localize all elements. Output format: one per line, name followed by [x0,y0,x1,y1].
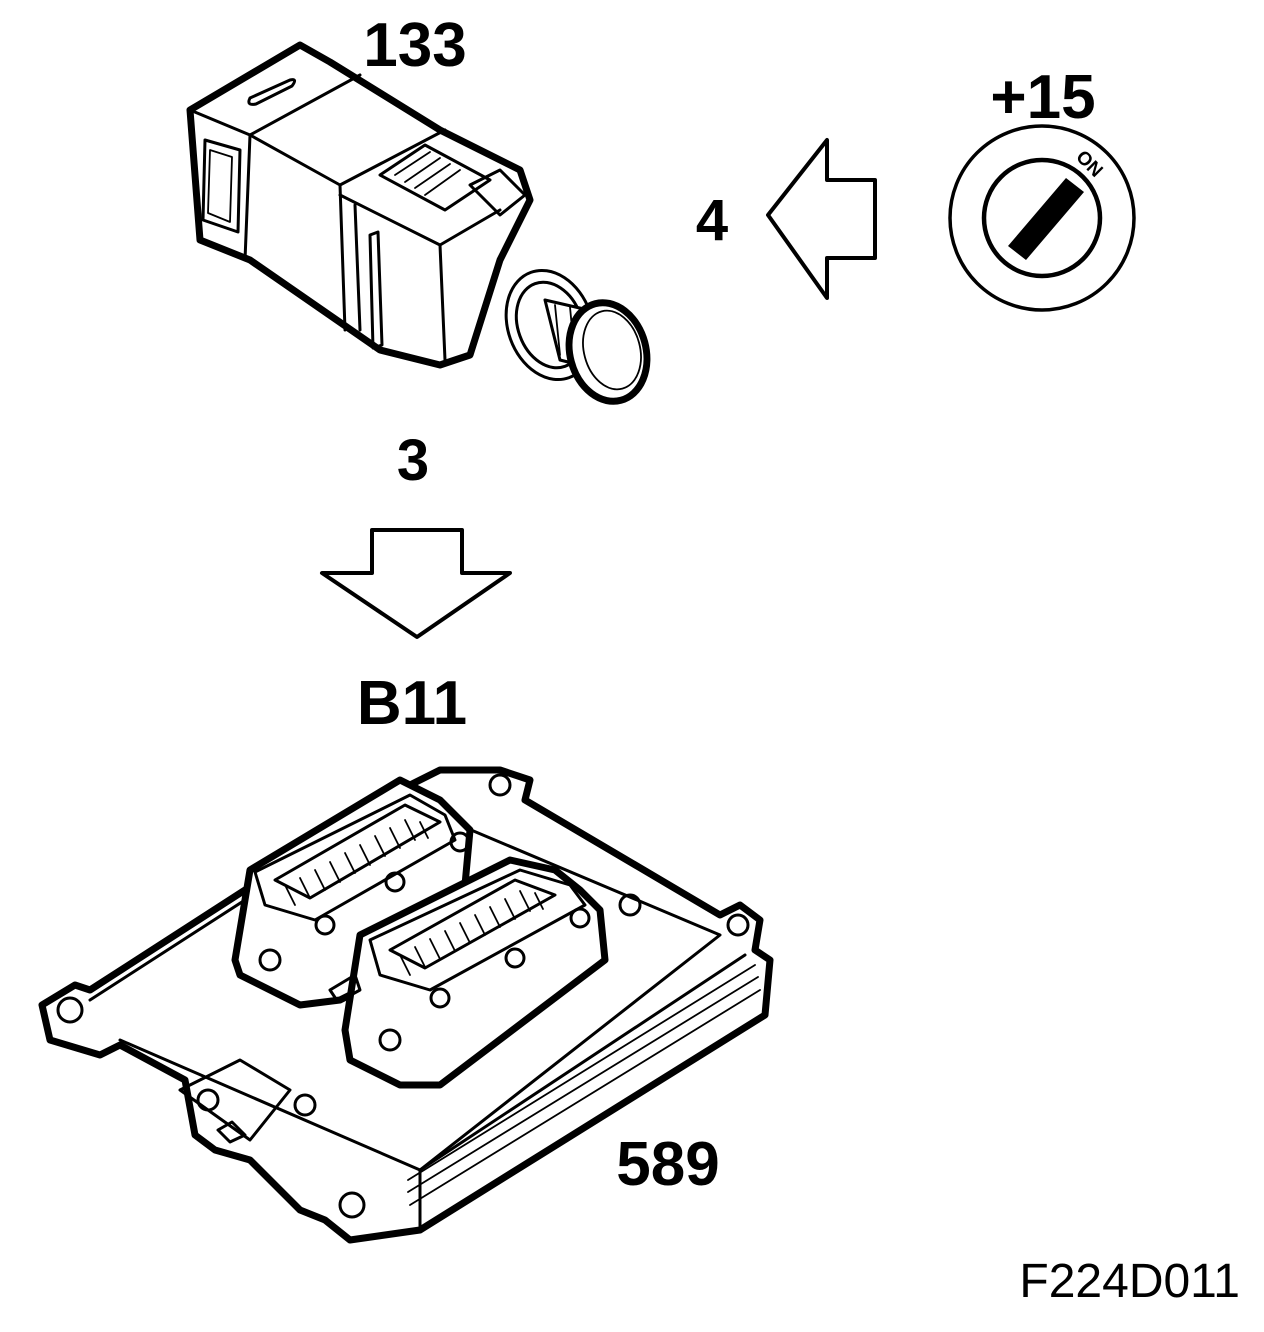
brake-switch-illustration [186,41,651,405]
arrow-left-icon [766,138,877,300]
arrow-down-icon [320,528,512,639]
switch-number-label: 133 [363,11,466,80]
figure-code-label: F224D011 [1019,1255,1240,1308]
arrow-down-number-label: 3 [397,428,429,493]
arrow-right-number-label: 4 [696,188,728,253]
module-number-label: 589 [616,1130,719,1199]
ignition-label: +15 [990,63,1095,132]
ignition-on-label: ON [1071,147,1106,182]
ignition-switch-icon: ON [948,124,1136,312]
control-module-illustration [38,766,774,1244]
connector-label: B11 [357,669,467,738]
